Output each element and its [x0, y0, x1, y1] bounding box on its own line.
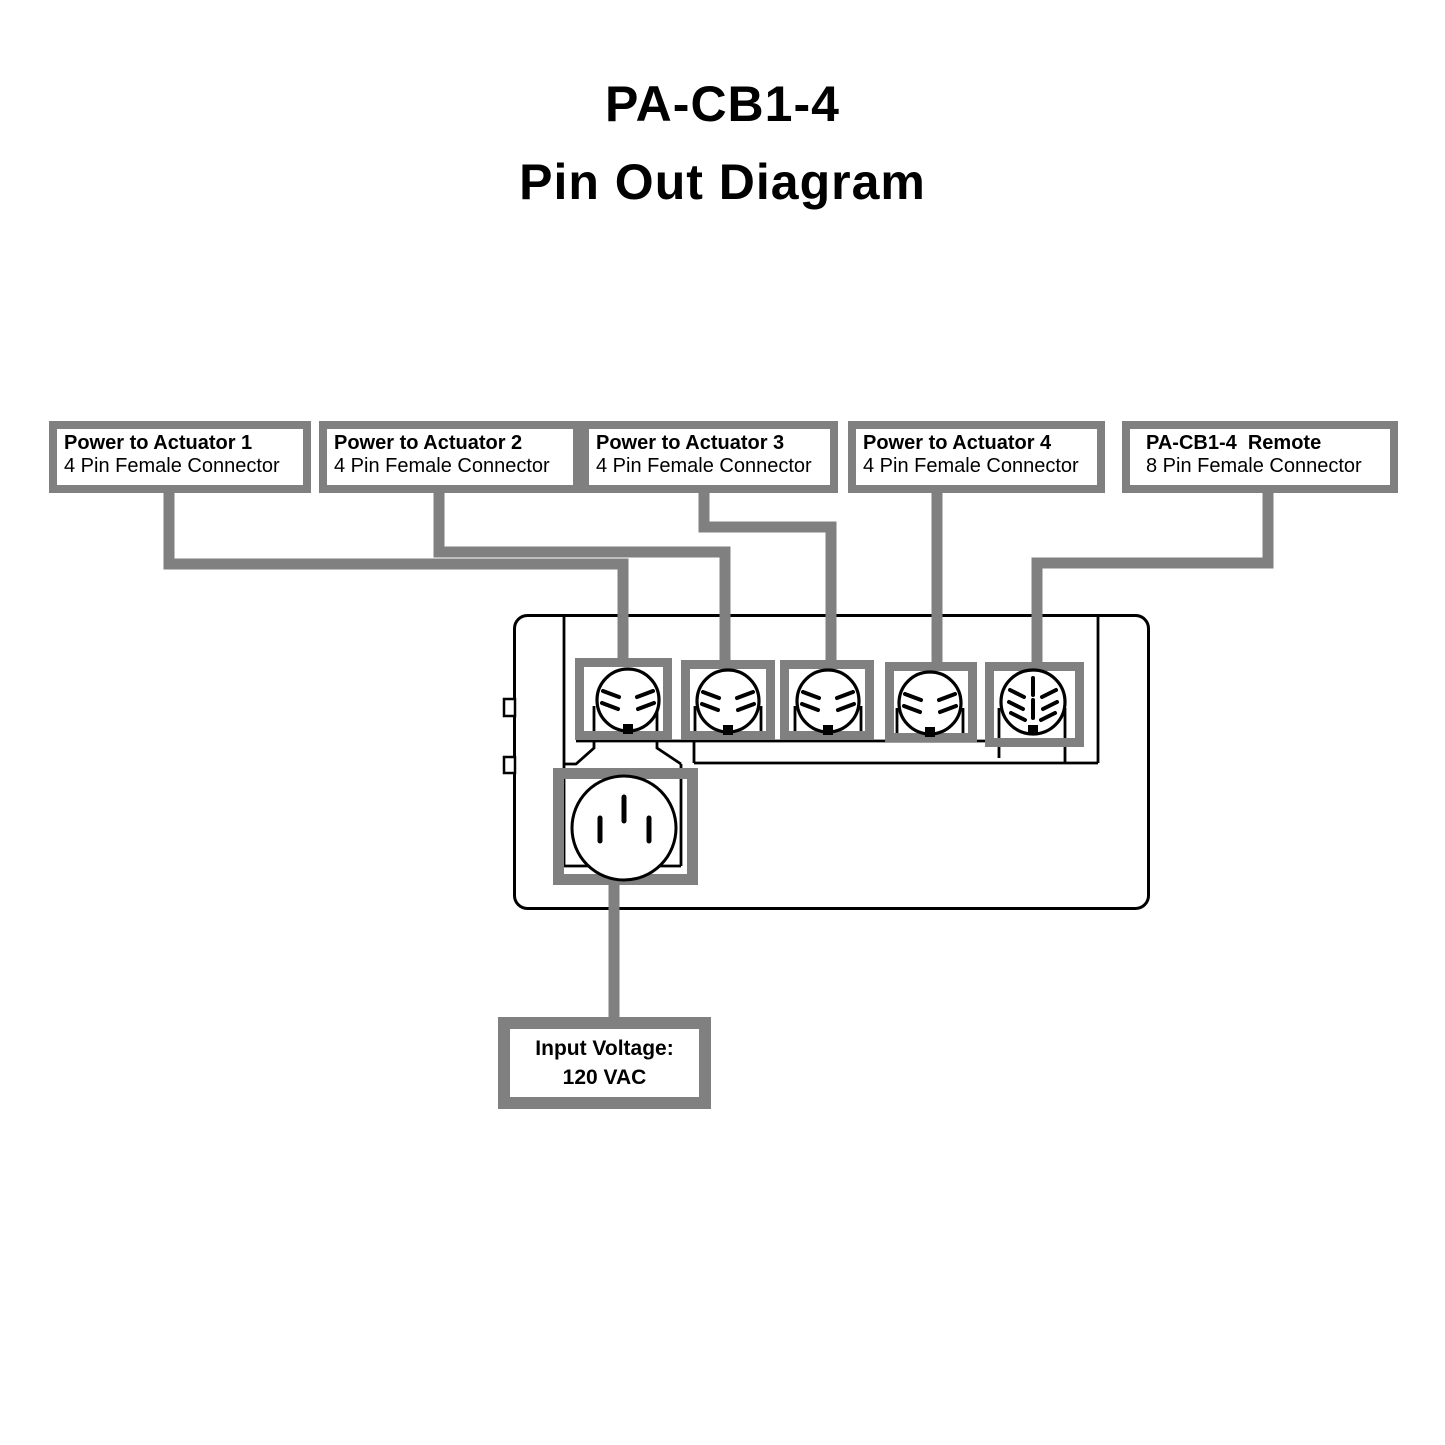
label-box-actuator-2: Power to Actuator 2 4 Pin Female Connect…	[319, 421, 581, 493]
frame-actuator-3	[780, 660, 874, 740]
label-subtitle: 4 Pin Female Connector	[596, 455, 812, 477]
din-4pin-connector-icon-1	[595, 667, 661, 736]
leader-line-actuator-1	[163, 487, 629, 661]
label-title: Power to Actuator 4	[863, 432, 1052, 454]
input-voltage-title: Input Voltage:	[535, 1037, 674, 1060]
power-inlet-icon	[570, 774, 678, 882]
leader-lines	[163, 487, 1274, 1020]
leader-line-actuator-3	[698, 487, 837, 662]
label-title: Power to Actuator 2	[334, 432, 523, 454]
din-4pin-connector-icon-4	[897, 670, 963, 739]
label-subtitle: 4 Pin Female Connector	[64, 455, 280, 477]
din-4pin-connector-icon-3	[795, 668, 861, 737]
leader-line-actuator-2	[433, 487, 731, 662]
label-subtitle: 4 Pin Female Connector	[863, 455, 1079, 477]
frame-actuator-4	[885, 662, 977, 742]
label-box-actuator-3: Power to Actuator 3 4 Pin Female Connect…	[581, 421, 838, 493]
frame-actuator-1	[575, 658, 672, 740]
mounting-tab-bottom	[502, 755, 517, 775]
label-title: Power to Actuator 1	[64, 432, 253, 454]
inner-panel-outline	[562, 616, 1100, 868]
leader-line-remote	[1031, 487, 1274, 664]
label-box-input-voltage: Input Voltage: 120 VAC	[498, 1017, 711, 1109]
frame-actuator-2	[681, 660, 775, 740]
mounting-tab-top	[502, 697, 517, 718]
label-title: PA-CB1-4 Remote	[1146, 432, 1322, 454]
label-subtitle: 8 Pin Female Connector	[1146, 455, 1362, 477]
frame-remote	[985, 662, 1084, 747]
page-subtitle: Pin Out Diagram	[519, 154, 926, 210]
label-box-remote: PA-CB1-4 Remote 8 Pin Female Connector	[1122, 421, 1398, 493]
connector-frames	[553, 658, 1084, 885]
label-subtitle: 4 Pin Female Connector	[334, 455, 550, 477]
din-4pin-connector-icon-2	[695, 668, 761, 737]
input-voltage-value: 120 VAC	[562, 1066, 647, 1089]
label-box-actuator-4: Power to Actuator 4 4 Pin Female Connect…	[848, 421, 1105, 493]
label-box-actuator-1: Power to Actuator 1 4 Pin Female Connect…	[49, 421, 311, 493]
page-title: PA-CB1-4	[605, 76, 840, 132]
label-title: Power to Actuator 3	[596, 432, 785, 454]
din-8pin-connector-icon	[999, 668, 1067, 736]
